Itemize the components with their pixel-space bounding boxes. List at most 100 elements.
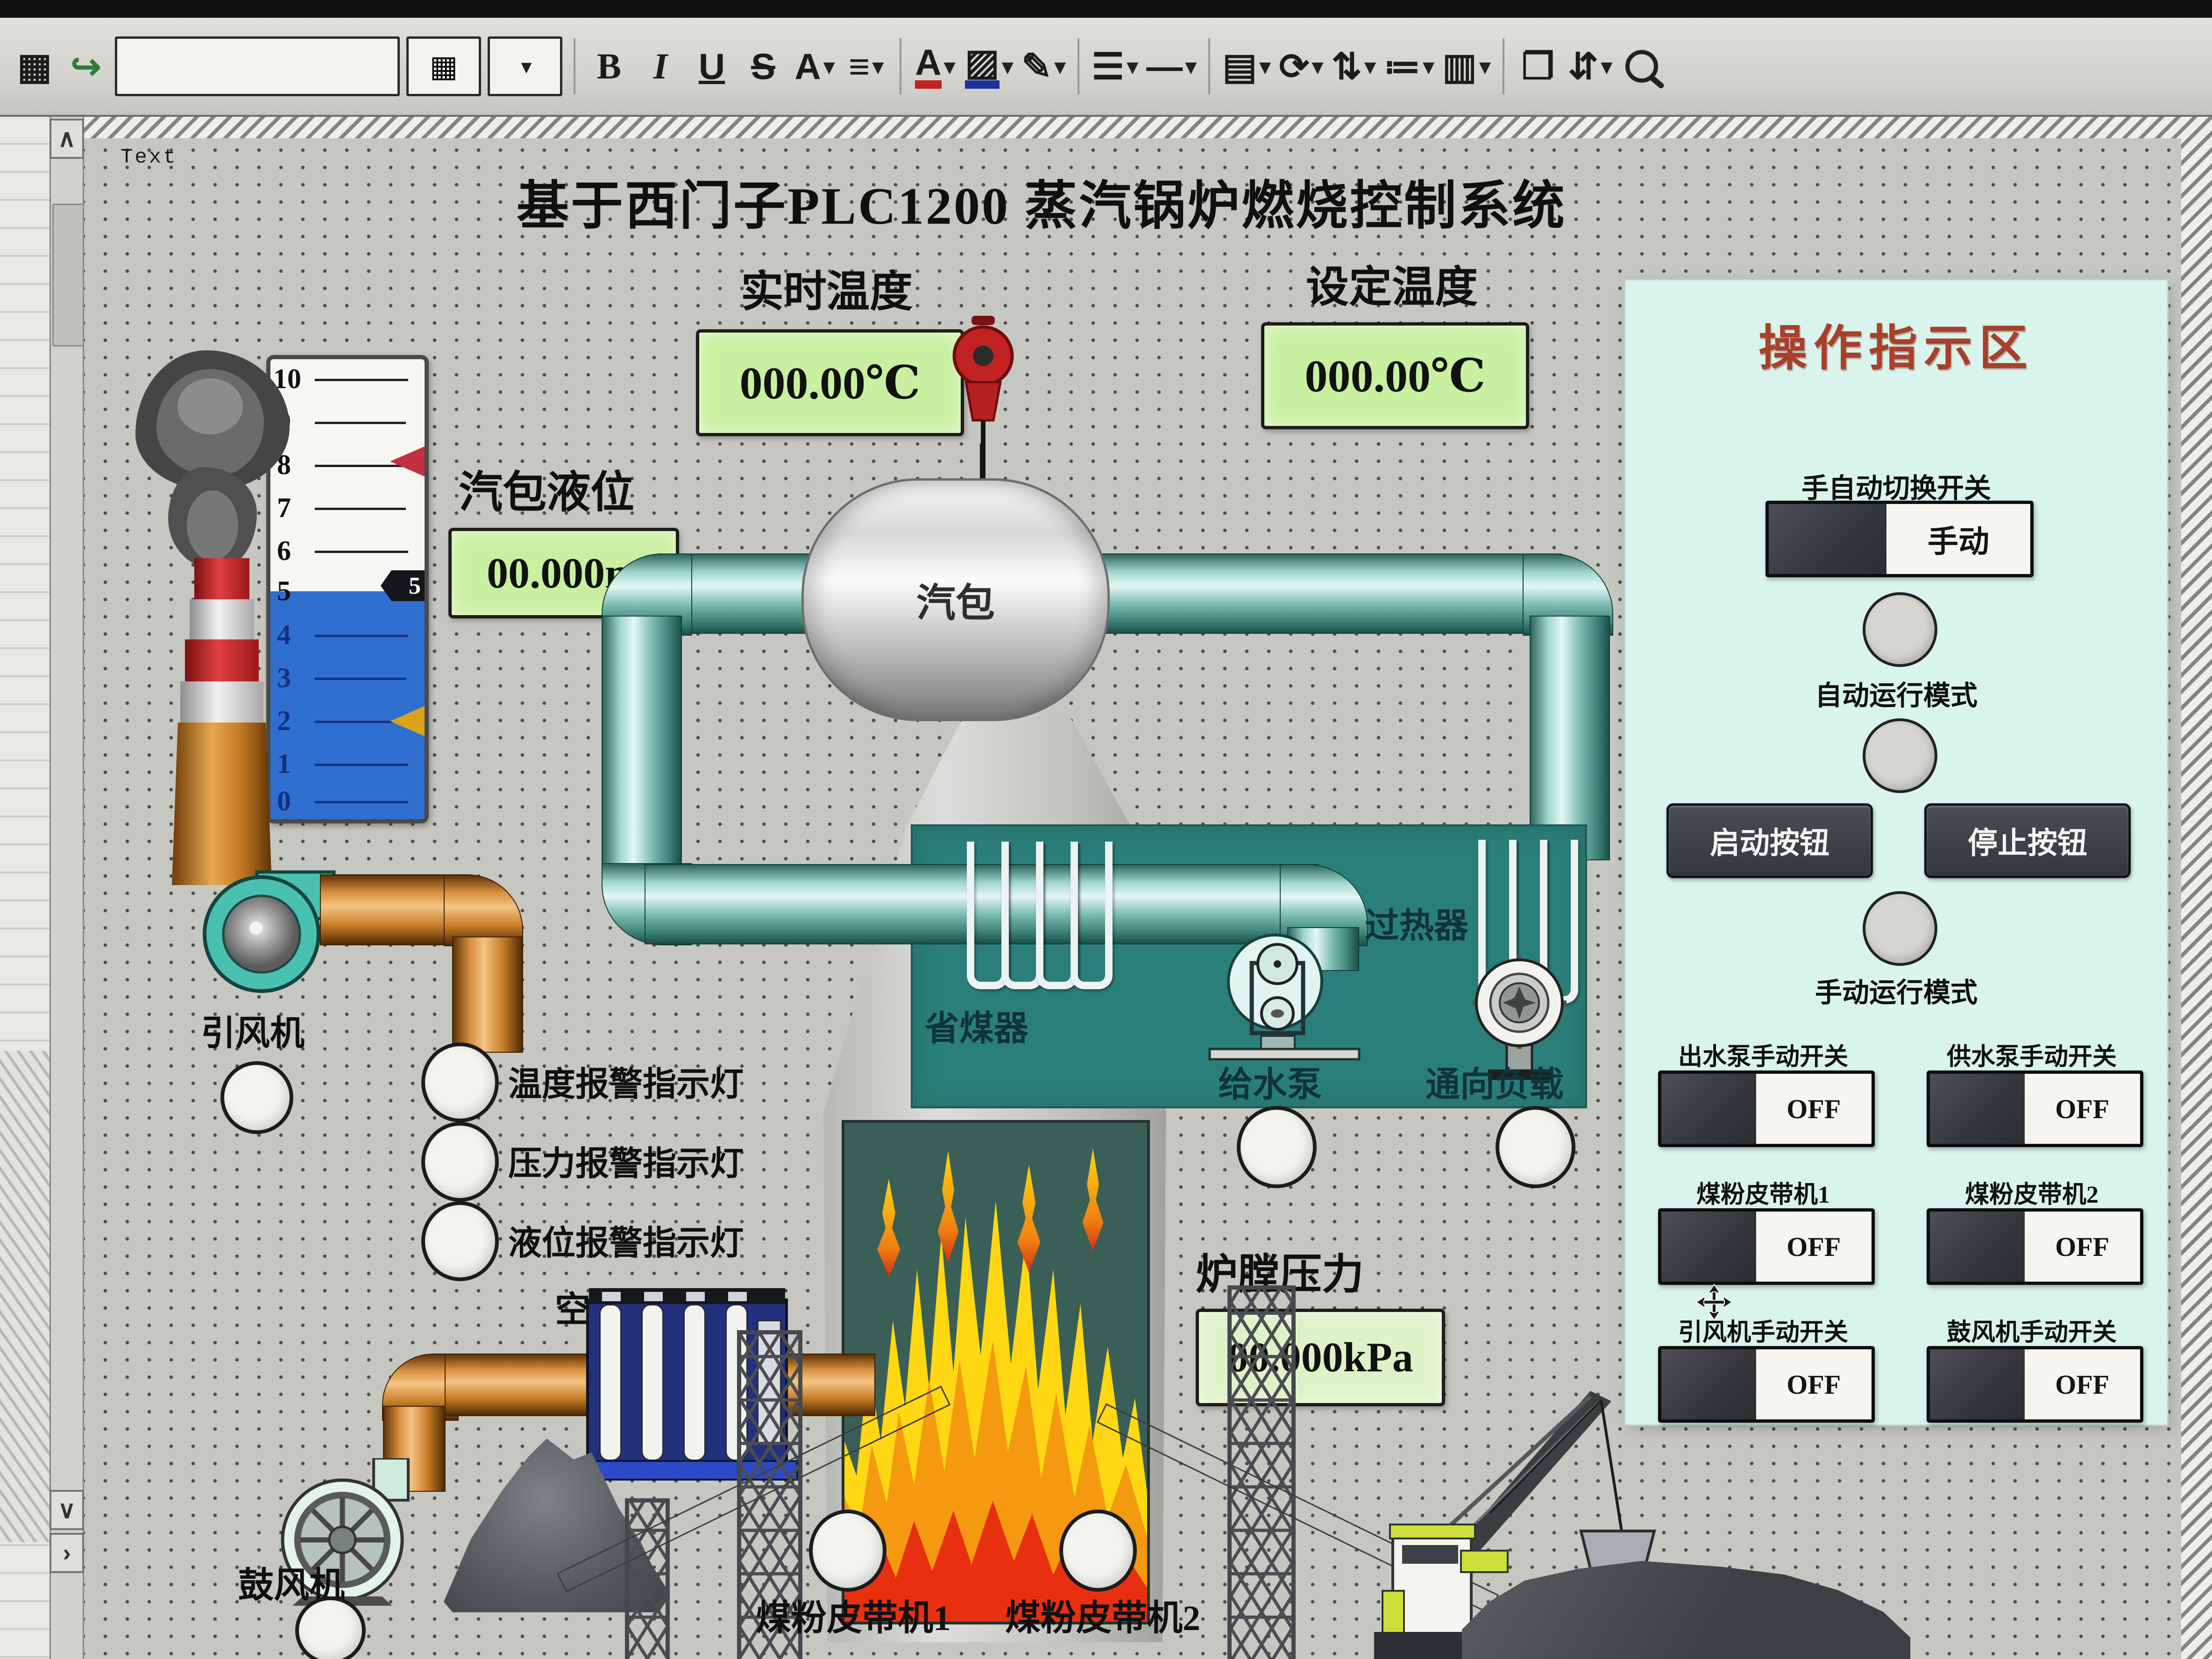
id-fan-outlet-pipe bbox=[320, 874, 457, 945]
belt1-switch[interactable]: OFF bbox=[1658, 1208, 1875, 1285]
set-temp-label: 设定温度 bbox=[1305, 263, 1478, 311]
bold-button[interactable]: B bbox=[596, 46, 622, 86]
switch-value-side[interactable]: OFF bbox=[1756, 1074, 1872, 1144]
strike-button[interactable]: S bbox=[751, 45, 776, 87]
set-temp-display: 000.00℃ bbox=[1261, 322, 1529, 429]
columns-button[interactable]: ▥ bbox=[1441, 35, 1491, 97]
switch-dark-side[interactable] bbox=[1661, 1074, 1756, 1144]
font-name-combo[interactable] bbox=[115, 36, 400, 96]
switch-label-belt1: 煤粉皮带机1 bbox=[1696, 1182, 1830, 1208]
line-button[interactable]: — bbox=[1145, 35, 1197, 97]
cells-icon[interactable]: ▦ bbox=[406, 36, 481, 96]
stop-button[interactable]: 停止按钮 bbox=[1924, 803, 2131, 878]
underline-button[interactable]: U bbox=[698, 45, 725, 87]
scroll-right-button[interactable]: › bbox=[50, 1533, 84, 1573]
toolbar-separator bbox=[1502, 38, 1504, 94]
gauge-line bbox=[315, 551, 408, 553]
start-lamp bbox=[1863, 718, 1937, 793]
to-load-label: 通向负载 bbox=[1425, 1066, 1564, 1104]
drum-level-gauge: 10 9 8 7 6 5 4 3 2 1 0 5 bbox=[266, 355, 429, 823]
distribute-button[interactable]: ⇅ bbox=[1331, 35, 1376, 97]
conveyor-tower bbox=[737, 1330, 802, 1659]
zoom-icon bbox=[1625, 50, 1659, 83]
switch-label-belt2: 煤粉皮带机2 bbox=[1964, 1182, 2099, 1208]
left-window-texture bbox=[0, 1051, 51, 1542]
belt1-indicator bbox=[809, 1510, 886, 1592]
switch-label-id-fan: 引风机手动开关 bbox=[1678, 1319, 1848, 1346]
italic-button[interactable]: I bbox=[653, 46, 668, 86]
gauge-tick: 4 bbox=[277, 619, 291, 650]
drum-drop-line bbox=[980, 444, 984, 495]
feed-pump-label: 给水泵 bbox=[1218, 1066, 1322, 1104]
sheet-icon[interactable]: ▦ bbox=[17, 45, 52, 87]
toolbar-separator bbox=[1208, 38, 1211, 94]
align-button[interactable]: ≡ bbox=[844, 35, 888, 97]
font-color-button[interactable]: A bbox=[915, 44, 942, 89]
smoke-icon bbox=[135, 350, 290, 570]
screen-top-edge bbox=[0, 0, 2212, 18]
switch-value-side[interactable]: OFF bbox=[2024, 1349, 2140, 1419]
gauge-tick: 0 bbox=[277, 786, 291, 816]
superheater-label: 过热器 bbox=[1365, 907, 1468, 945]
gauge-line bbox=[315, 379, 408, 381]
book-icon[interactable]: ❐ bbox=[1522, 45, 1554, 87]
toolbar-separator bbox=[900, 38, 901, 94]
supply-pump-switch[interactable]: OFF bbox=[1927, 1071, 2143, 1147]
green-redo-icon[interactable]: ↪ bbox=[71, 45, 101, 87]
flue-down-pipe bbox=[452, 936, 523, 1053]
gauge-tick: 7 bbox=[277, 492, 291, 523]
mode-switch-label: 手自动切换开关 bbox=[1801, 473, 1991, 503]
drum-level-label: 汽包液位 bbox=[458, 468, 634, 517]
rotate-button[interactable]: ⟳ bbox=[1278, 35, 1324, 97]
id-fan-switch[interactable]: OFF bbox=[1658, 1346, 1875, 1423]
belt1-label: 煤粉皮带机1 bbox=[756, 1599, 951, 1638]
conveyor-tower bbox=[1227, 1285, 1296, 1659]
gauge-high-marker[interactable] bbox=[390, 446, 425, 477]
font-size-combo[interactable] bbox=[488, 36, 562, 96]
gauge-line bbox=[315, 678, 406, 680]
mode-toggle-off-side[interactable] bbox=[1769, 504, 1886, 574]
belt2-label: 煤粉皮带机2 bbox=[1005, 1599, 1200, 1638]
layout-button[interactable]: ▤ bbox=[1221, 35, 1271, 97]
vertical-scrollbar[interactable] bbox=[50, 117, 84, 1659]
zoom-button[interactable] bbox=[1619, 35, 1664, 97]
selection-hatch-top bbox=[84, 117, 2181, 138]
switch-dark-side[interactable] bbox=[1930, 1074, 2025, 1144]
start-button[interactable]: 启动按钮 bbox=[1666, 803, 1873, 878]
belt2-switch[interactable]: OFF bbox=[1927, 1208, 2143, 1285]
gauge-line bbox=[315, 635, 408, 637]
switch-dark-side[interactable] bbox=[1930, 1212, 2025, 1282]
switch-value-side[interactable]: OFF bbox=[1756, 1349, 1872, 1419]
switch-value-side[interactable]: OFF bbox=[2024, 1074, 2140, 1144]
move-cursor-icon bbox=[1695, 1283, 1733, 1321]
auto-mode-label: 自动运行模式 bbox=[1815, 681, 1978, 711]
panel-title: 操作指示区 bbox=[1758, 322, 2034, 376]
switch-dark-side[interactable] bbox=[1661, 1212, 1756, 1282]
blower-indicator bbox=[295, 1596, 366, 1659]
hmi-canvas: Text 基于西门子PLC1200 蒸汽锅炉燃烧控制系统 实时温度 000.00… bbox=[84, 117, 2181, 1659]
mode-toggle-switch[interactable]: 手动 bbox=[1765, 501, 2034, 577]
line-style-button[interactable]: ☰ bbox=[1091, 35, 1139, 97]
switch-dark-side[interactable] bbox=[1930, 1349, 2025, 1419]
switch-dark-side[interactable] bbox=[1661, 1349, 1756, 1419]
switch-label-outlet-pump: 出水泵手动开关 bbox=[1678, 1044, 1848, 1071]
blower-switch[interactable]: OFF bbox=[1927, 1346, 2143, 1423]
gauge-line bbox=[315, 801, 408, 803]
scroll-thumb[interactable] bbox=[52, 204, 84, 347]
list-button[interactable]: ≔ bbox=[1383, 35, 1435, 97]
pen-button[interactable]: ✎ bbox=[1021, 35, 1066, 97]
font-size-button[interactable]: A bbox=[792, 35, 837, 97]
scroll-up-button[interactable]: ∧ bbox=[50, 119, 84, 159]
gauge-line bbox=[315, 721, 406, 723]
scroll-down-button[interactable]: ∨ bbox=[50, 1490, 84, 1530]
switch-value-side[interactable]: OFF bbox=[2024, 1212, 2140, 1282]
order-button[interactable]: ⇵ bbox=[1567, 35, 1613, 97]
mode-toggle-on-side[interactable]: 手动 bbox=[1886, 504, 2030, 574]
level-alarm-lamp bbox=[421, 1201, 499, 1281]
switch-value-side[interactable]: OFF bbox=[1756, 1212, 1872, 1282]
gauge-tick: 2 bbox=[277, 705, 291, 736]
level-alarm-label: 液位报警指示灯 bbox=[508, 1225, 744, 1262]
flame-spark bbox=[937, 1151, 959, 1263]
highlight-button[interactable]: ▨ bbox=[965, 44, 1000, 89]
outlet-pump-switch[interactable]: OFF bbox=[1658, 1071, 1875, 1147]
